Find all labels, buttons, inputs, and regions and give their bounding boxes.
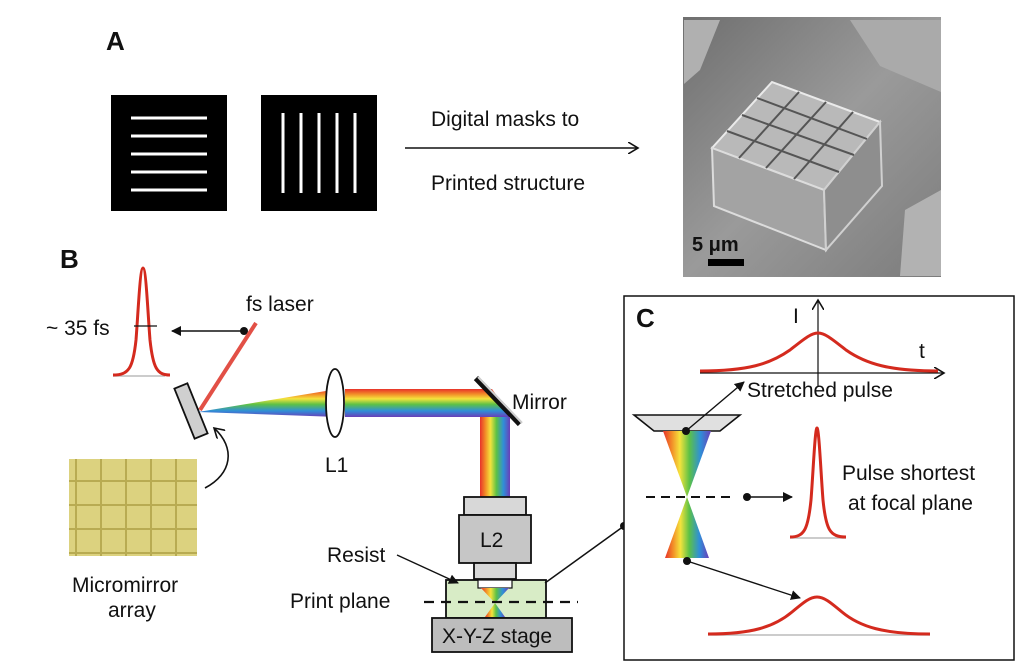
micromirror-array-image — [69, 459, 197, 556]
panel-a: A Digital masks to Printed structure — [106, 17, 941, 277]
arrow-text-line2: Printed structure — [431, 172, 585, 195]
axis-i-label: I — [793, 305, 799, 328]
axis-t-label: t — [919, 340, 925, 363]
panel-c-label: C — [636, 303, 655, 333]
mask-horizontal — [111, 95, 227, 211]
lens-l2-label: L2 — [480, 529, 503, 552]
mirror-label: Mirror — [512, 391, 567, 414]
resist-pointer — [396, 554, 459, 584]
shortest-label-line1: Pulse shortest — [842, 462, 975, 485]
focusing-cone-lower — [665, 497, 709, 558]
input-pulse-curve — [112, 266, 171, 377]
lower-pulse-curve — [707, 595, 931, 636]
lower-pointer — [686, 560, 801, 600]
mask-vertical — [261, 95, 377, 211]
mirror — [473, 375, 523, 427]
stage-label: X-Y-Z stage — [442, 625, 552, 648]
objective-tip — [473, 562, 517, 580]
micromirror-pointer — [204, 428, 229, 489]
sem-scale-bar — [708, 259, 744, 266]
micromirror-label-line1: Micromirror — [72, 574, 178, 597]
lens-l1-label: L1 — [325, 454, 348, 477]
dmd-plate — [173, 382, 209, 440]
print-plane-label: Print plane — [290, 590, 390, 613]
downward-beam — [480, 417, 510, 497]
stretched-pulse-curve — [699, 331, 939, 373]
arrow-text-line1: Digital masks to — [431, 108, 579, 131]
laser-beam — [198, 321, 258, 412]
zoom-connector-line — [544, 525, 625, 584]
shortest-label-line2: at focal plane — [848, 492, 973, 515]
xyz-stage — [431, 617, 573, 653]
lens-l1 — [325, 368, 345, 438]
pulse-width-label: ~ 35 fs — [46, 317, 110, 340]
fs-laser-label: fs laser — [246, 293, 314, 316]
panel-b-label: B — [60, 244, 79, 274]
micromirror-label-line2: array — [108, 599, 156, 622]
panel-a-label: A — [106, 26, 125, 56]
panel-c: C I t Stretched pulse Pulse shortest at … — [623, 295, 1015, 661]
short-pulse-curve — [789, 426, 847, 539]
collimated-beam — [345, 389, 492, 417]
objective-collar — [463, 496, 527, 516]
sem-scale-label: 5 μm — [692, 234, 739, 256]
sem-image: 5 μm — [683, 17, 941, 277]
dispersed-beam — [198, 389, 338, 417]
resist-label: Resist — [327, 544, 386, 567]
focusing-cone-upper — [663, 431, 711, 497]
objective-body — [458, 514, 532, 564]
stretched-pointer — [685, 381, 745, 432]
panel-b: B ~ 35 fs fs laser L1 Mirror L2 — [46, 244, 628, 653]
stretched-pulse-label: Stretched pulse — [747, 379, 893, 402]
